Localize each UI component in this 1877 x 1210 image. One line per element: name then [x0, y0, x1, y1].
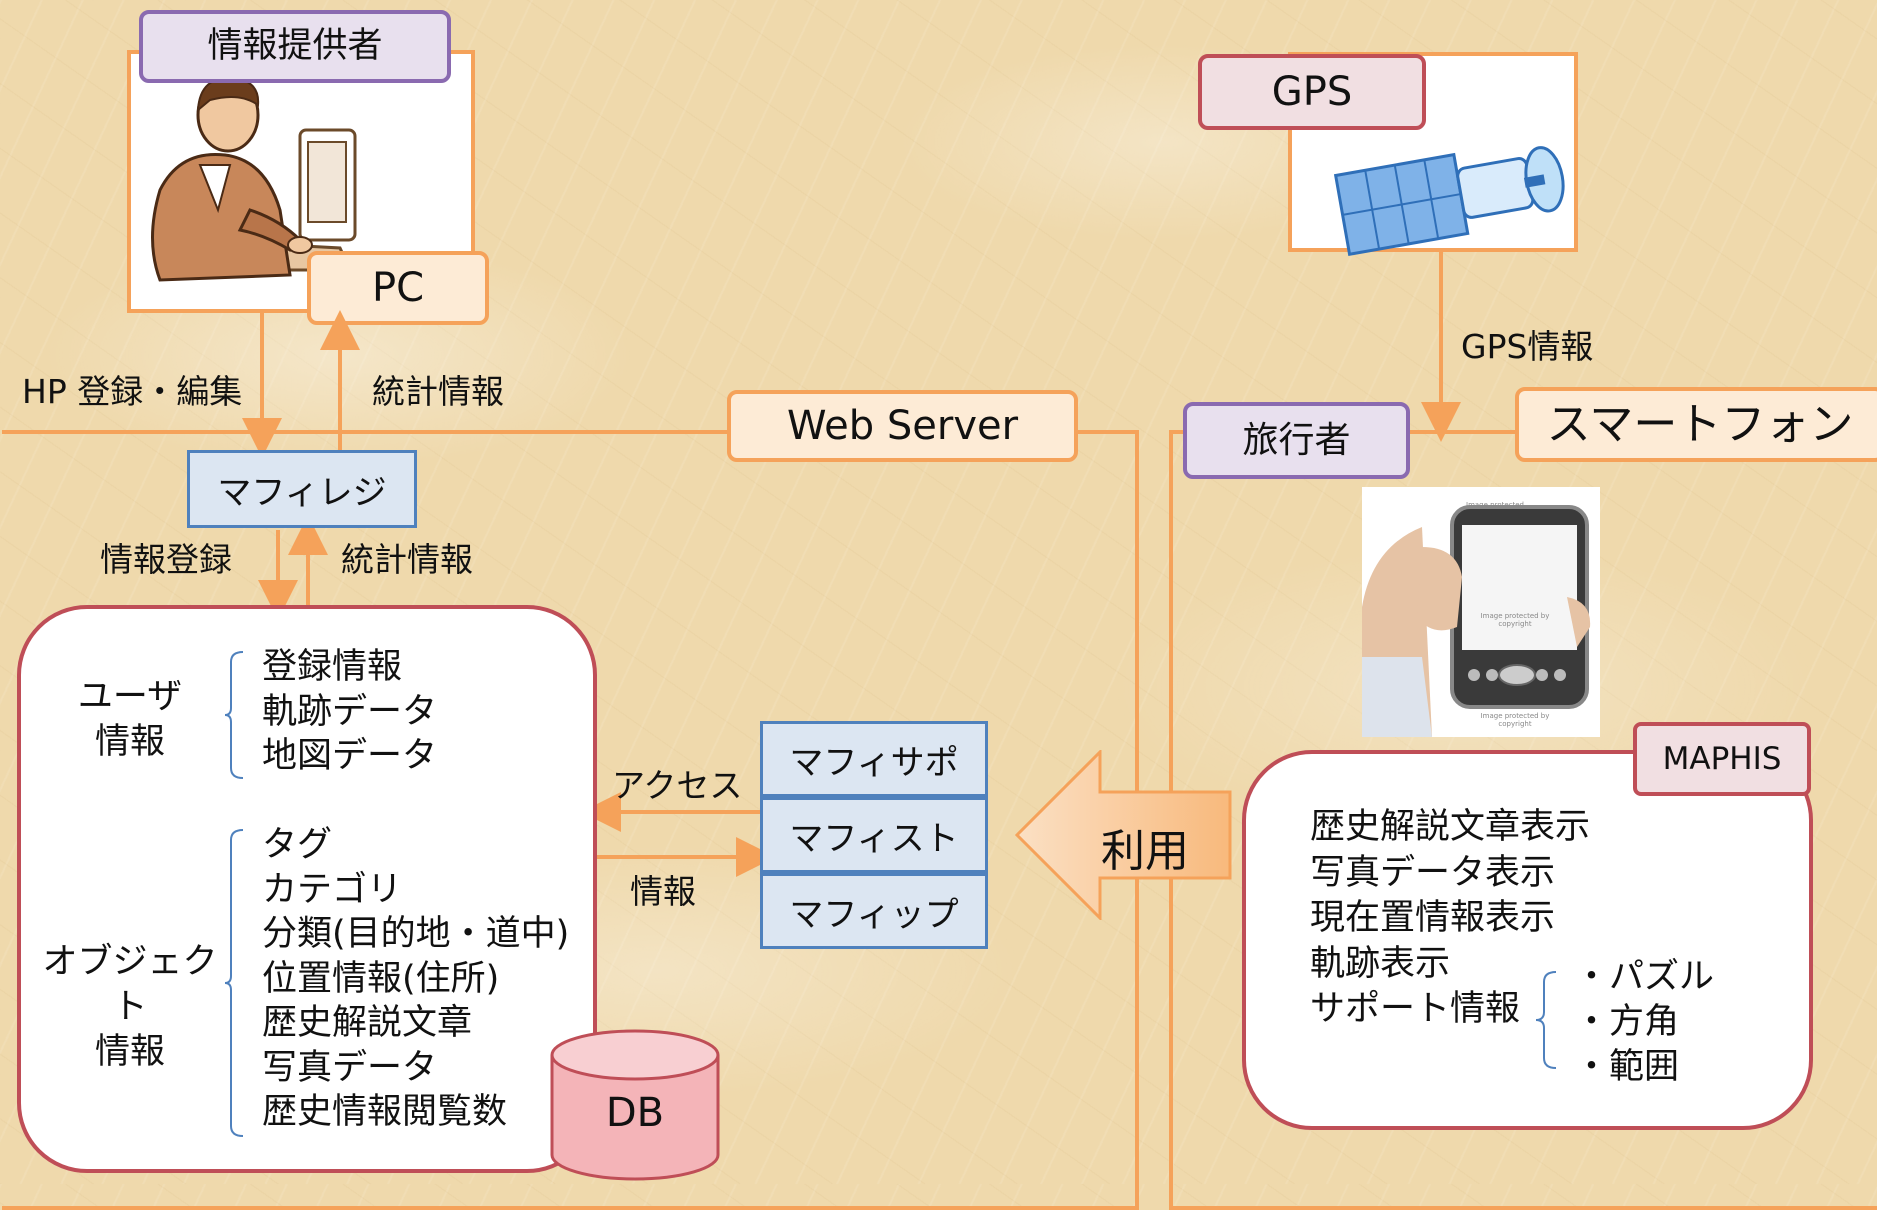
gps-label: GPS	[1198, 54, 1426, 130]
hand-phone-illustration	[1362, 505, 1591, 737]
stats-mid-label: 統計情報	[341, 540, 473, 579]
object-info-label: オブジェクト 情報	[42, 942, 218, 1072]
phone-photo: Image protected Image protected by copyr…	[1362, 487, 1600, 737]
object-info-list: タグ カテゴリ 分類(目的地・道中) 位置情報(住所) 歴史解説文章 写真データ…	[262, 823, 569, 1135]
database-panel	[17, 605, 597, 1173]
screen-watermark-1: Image protected	[1466, 501, 1524, 509]
feature-item: 現在置情報表示	[1310, 898, 1556, 938]
feature-item: サポート情報	[1310, 989, 1521, 1029]
support-bracket	[1535, 971, 1557, 1069]
feature-item: 軌跡表示	[1310, 943, 1451, 984]
support-item: ・方角	[1574, 1002, 1680, 1042]
hp-edit-label: HP 登録・編集	[22, 372, 243, 411]
use-arrow-icon	[1015, 750, 1232, 920]
provider-title: 情報提供者	[207, 26, 383, 66]
user-item: 登録情報	[262, 647, 403, 687]
web-server-title: Web Server	[786, 403, 1019, 449]
screen-watermark-2: Image protected by copyright	[1480, 612, 1550, 628]
object-info-bracket	[225, 829, 244, 1137]
traveler-label: 旅行者	[1183, 402, 1410, 479]
object-item: 歴史情報閲覧数	[262, 1092, 508, 1132]
support-item: ・範囲	[1574, 1047, 1680, 1087]
user-info-bracket	[225, 651, 244, 779]
gps-info-label: GPS情報	[1461, 327, 1594, 366]
object-item: カテゴリ	[262, 869, 403, 910]
db-label: DB	[605, 1090, 665, 1136]
satellite-illustration	[1333, 146, 1565, 257]
feature-item: 写真データ表示	[1310, 852, 1556, 893]
pc-text: PC	[371, 265, 425, 311]
user-info-label: ユーザ 情報	[77, 677, 183, 762]
support-item-list: ・パズル ・方角 ・範囲	[1574, 955, 1714, 1090]
feature-item: 歴史解説文章表示	[1310, 807, 1591, 847]
object-item: 写真データ	[262, 1047, 438, 1088]
info-label: 情報	[630, 872, 696, 911]
businessman-illustration	[151, 76, 357, 282]
mafireji-box: マフィレジ	[187, 450, 417, 528]
maphis-label: MAPHIS	[1633, 722, 1811, 796]
object-item: 分類(目的地・道中)	[262, 914, 570, 954]
object-item: 位置情報(住所)	[262, 958, 500, 999]
access-label: アクセス	[612, 766, 743, 805]
module-label: マフィスト	[789, 818, 959, 859]
mafireji-text: マフィレジ	[217, 472, 387, 513]
user-item: 地図データ	[262, 736, 438, 776]
smartphone-title: スマートフォン	[1546, 398, 1854, 450]
object-item: 歴史解説文章	[262, 1003, 473, 1043]
module-mafisapo: マフィサポ	[760, 721, 988, 797]
maphis-feature-list: 歴史解説文章表示 写真データ表示 現在置情報表示 軌跡表示 サポート情報	[1310, 805, 1590, 1033]
connector-arrows	[242, 252, 1461, 877]
stats-top-label: 統計情報	[372, 372, 504, 411]
user-item: 軌跡データ	[262, 691, 438, 732]
maphis-title: MAPHIS	[1662, 740, 1782, 777]
module-mafisuto: マフィスト	[760, 797, 988, 873]
register-label: 情報登録	[100, 540, 232, 579]
maphis-panel	[1242, 750, 1813, 1130]
object-item: タグ	[262, 825, 333, 865]
traveler-text: 旅行者	[1242, 419, 1351, 461]
gps-title: GPS	[1271, 69, 1353, 115]
support-item: ・パズル	[1574, 957, 1715, 997]
screen-watermark-3: Image protected by copyright	[1480, 712, 1550, 728]
module-mafippu: マフィップ	[760, 873, 988, 949]
database-cylinder-icon	[550, 1029, 720, 1181]
provider-label: 情報提供者	[139, 10, 451, 83]
use-arrow-label: 利用	[1101, 826, 1189, 877]
module-label: マフィップ	[789, 894, 959, 935]
user-info-list: 登録情報 軌跡データ 地図データ	[262, 645, 437, 779]
web-server-label: Web Server	[727, 390, 1078, 462]
smartphone-label: スマートフォン	[1515, 387, 1877, 462]
module-label: マフィサポ	[789, 742, 959, 783]
